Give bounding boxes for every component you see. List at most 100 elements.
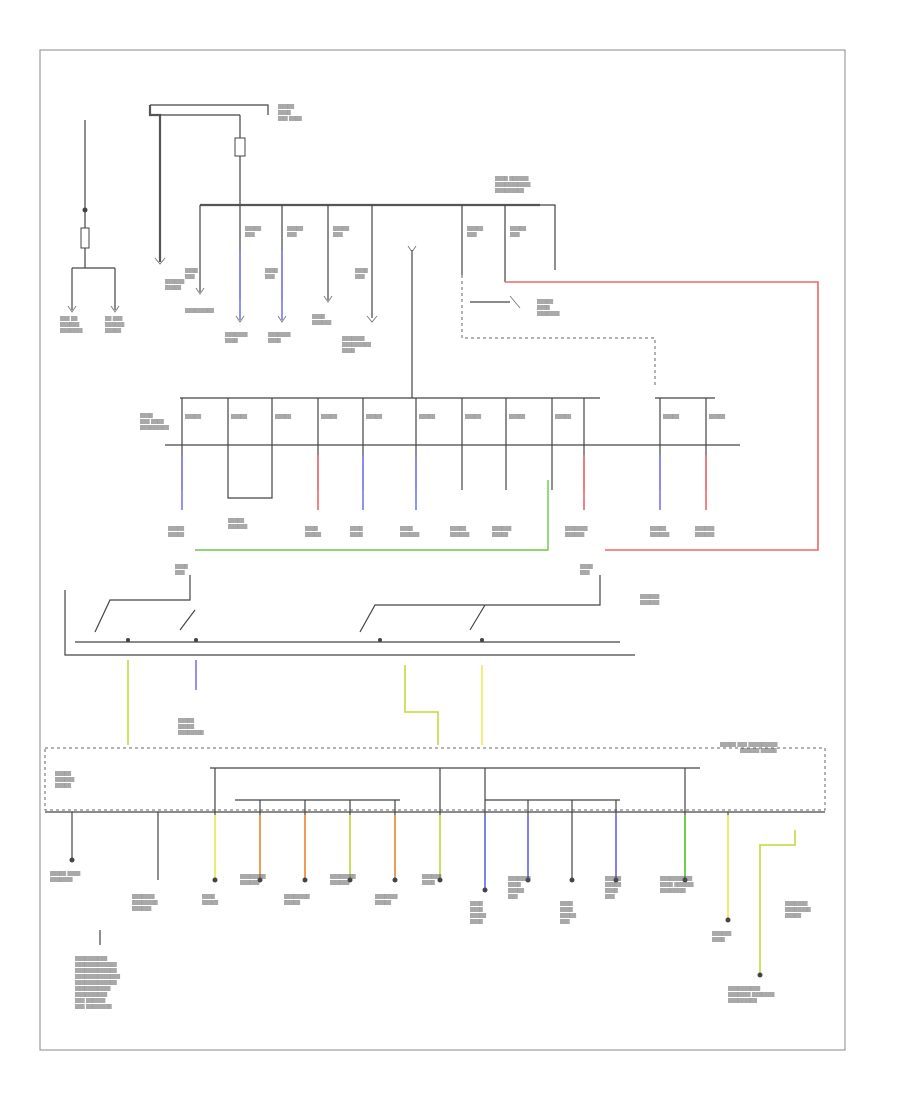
svg-text:▒▒▒▒: ▒▒▒▒ (470, 919, 484, 924)
svg-text:▒▒▒▒▒: ▒▒▒▒▒ (375, 900, 392, 905)
svg-text:▒▒▒▒▒▒: ▒▒▒▒▒▒ (105, 322, 125, 327)
svg-text:▒▒▒▒▒: ▒▒▒▒▒ (275, 414, 292, 419)
svg-text:▒▒▒▒▒▒▒: ▒▒▒▒▒▒▒ (60, 328, 83, 333)
svg-text:▒▒▒▒: ▒▒▒▒ (312, 314, 326, 319)
svg-text:▒▒▒: ▒▒▒ (580, 570, 590, 575)
svg-text:▒▒▒▒▒: ▒▒▒▒▒ (537, 299, 554, 304)
svg-text:▒▒▒▒▒: ▒▒▒▒▒ (321, 414, 338, 419)
svg-text:▒▒▒▒▒: ▒▒▒▒▒ (650, 526, 667, 531)
svg-text:▒▒▒▒: ▒▒▒▒ (305, 526, 319, 531)
svg-text:▒▒▒: ▒▒▒ (560, 919, 570, 924)
svg-text:▒▒▒▒▒▒▒▒▒: ▒▒▒▒▒▒▒▒▒ (140, 425, 170, 430)
svg-text:▒▒▒▒▒▒▒▒▒▒▒▒▒▒: ▒▒▒▒▒▒▒▒▒▒▒▒▒▒ (75, 974, 121, 979)
svg-text:▒▒▒▒▒: ▒▒▒▒▒ (560, 913, 577, 918)
svg-text:▒▒▒▒▒: ▒▒▒▒▒ (55, 783, 72, 788)
svg-text:▒▒▒▒▒▒▒▒▒▒▒: ▒▒▒▒▒▒▒▒▒▒▒ (75, 986, 111, 991)
svg-text:▒▒▒▒▒▒: ▒▒▒▒▒▒ (695, 532, 715, 537)
svg-text:▒▒▒▒▒▒ ▒▒▒▒▒: ▒▒▒▒▒▒ ▒▒▒▒▒ (740, 748, 778, 753)
svg-text:▒▒▒▒: ▒▒▒▒ (265, 268, 279, 273)
svg-text:▒▒▒▒: ▒▒▒▒ (560, 901, 574, 906)
fusible-link (80, 227, 90, 249)
svg-text:▒▒▒▒▒▒: ▒▒▒▒▒▒ (165, 279, 185, 284)
svg-text:▒▒▒▒▒: ▒▒▒▒▒ (202, 900, 219, 905)
diagram-frame (39, 49, 846, 1051)
battery-main-wire (148, 105, 162, 262)
svg-text:▒▒▒▒: ▒▒▒▒ (140, 413, 154, 418)
svg-text:▒▒▒▒: ▒▒▒▒ (342, 348, 356, 353)
svg-text:▒▒▒: ▒▒▒ (510, 232, 520, 237)
svg-text:▒▒▒▒▒▒: ▒▒▒▒▒▒ (400, 532, 420, 537)
svg-text:▒▒▒▒▒▒▒▒▒▒: ▒▒▒▒▒▒▒▒▒▒ (75, 956, 108, 961)
red-feed-wire (505, 281, 819, 551)
svg-text:▒▒▒▒▒: ▒▒▒▒▒ (366, 414, 383, 419)
svg-text:▒▒▒▒: ▒▒▒▒ (580, 564, 594, 569)
svg-text:▒▒▒▒: ▒▒▒▒ (508, 882, 522, 887)
svg-text:▒▒▒▒▒: ▒▒▒▒▒ (508, 888, 525, 893)
svg-text:▒▒▒▒▒: ▒▒▒▒▒ (278, 104, 295, 109)
svg-text:▒▒▒▒: ▒▒▒▒ (355, 268, 369, 273)
svg-text:▒▒▒▒▒▒▒▒: ▒▒▒▒▒▒▒▒ (284, 894, 311, 899)
svg-text:▒▒▒▒ ▒▒▒▒▒▒: ▒▒▒▒ ▒▒▒▒▒▒ (660, 882, 694, 887)
svg-text:▒▒▒: ▒▒▒ (245, 232, 255, 237)
svg-text:▒▒▒▒: ▒▒▒▒ (470, 901, 484, 906)
svg-text:▒▒▒▒▒: ▒▒▒▒▒ (419, 414, 436, 419)
svg-text:▒▒▒▒▒▒▒: ▒▒▒▒▒▒▒ (537, 311, 560, 316)
svg-text:▒▒▒▒: ▒▒▒▒ (175, 564, 189, 569)
svg-text:▒▒▒▒▒▒▒: ▒▒▒▒▒▒▒ (132, 894, 155, 899)
svg-text:▒▒▒▒▒: ▒▒▒▒▒ (245, 226, 262, 231)
svg-text:▒▒▒▒▒: ▒▒▒▒▒ (450, 526, 467, 531)
svg-text:▒▒▒▒▒▒▒: ▒▒▒▒▒▒▒ (565, 526, 588, 531)
svg-text:▒▒▒▒▒▒▒▒▒: ▒▒▒▒▒▒▒▒▒ (495, 188, 525, 193)
top-section: ▒▒▒ ▒▒▒▒▒▒▒▒▒▒▒▒▒▒▒▒▒ ▒▒▒▒▒▒▒▒▒▒▒▒▒▒ ▒▒▒… (60, 104, 819, 551)
svg-text:▒▒▒▒▒: ▒▒▒▒▒ (55, 771, 72, 776)
svg-text:▒▒▒▒▒▒: ▒▒▒▒▒▒ (240, 880, 260, 885)
svg-text:▒▒▒▒▒: ▒▒▒▒▒ (510, 226, 527, 231)
svg-text:▒▒▒▒: ▒▒▒▒ (400, 526, 414, 531)
svg-text:▒▒▒: ▒▒▒ (333, 232, 343, 237)
svg-text:▒▒▒▒▒▒: ▒▒▒▒▒▒ (450, 532, 470, 537)
svg-text:▒▒▒▒▒▒: ▒▒▒▒▒▒ (60, 322, 80, 327)
svg-text:▒▒▒▒▒: ▒▒▒▒▒ (305, 532, 322, 537)
svg-text:▒▒▒▒▒▒▒▒: ▒▒▒▒▒▒▒▒ (785, 907, 812, 912)
svg-text:▒▒▒▒▒: ▒▒▒▒▒ (605, 876, 622, 881)
svg-text:▒▒▒: ▒▒▒ (508, 894, 518, 899)
green-ground-wire (195, 480, 549, 551)
svg-text:▒▒▒▒▒▒▒: ▒▒▒▒▒▒▒ (508, 876, 531, 881)
svg-text:▒▒▒▒▒: ▒▒▒▒▒ (185, 414, 202, 419)
svg-text:▒▒▒: ▒▒▒ (185, 274, 195, 279)
svg-text:▒▒▒▒▒▒▒▒: ▒▒▒▒▒▒▒▒ (660, 888, 687, 893)
svg-text:▒▒▒▒▒▒▒▒: ▒▒▒▒▒▒▒▒ (178, 730, 205, 735)
svg-text:▒▒▒▒▒▒▒▒▒▒▒▒▒: ▒▒▒▒▒▒▒▒▒▒▒▒▒ (75, 980, 118, 985)
svg-text:▒▒▒▒▒▒: ▒▒▒▒▒▒ (712, 931, 732, 936)
svg-text:▒▒▒▒▒▒: ▒▒▒▒▒▒ (650, 532, 670, 537)
svg-text:▒▒▒▒▒▒▒: ▒▒▒▒▒▒▒ (342, 336, 365, 341)
svg-text:▒▒▒▒▒▒▒: ▒▒▒▒▒▒▒ (375, 894, 398, 899)
svg-text:▒▒▒▒▒: ▒▒▒▒▒ (663, 414, 680, 419)
svg-text:▒▒▒▒: ▒▒▒▒ (712, 937, 726, 942)
svg-text:▒▒▒▒▒ ▒▒▒ ▒▒▒▒▒▒▒▒▒: ▒▒▒▒▒ ▒▒▒ ▒▒▒▒▒▒▒▒▒ (720, 742, 778, 747)
svg-text:▒▒▒▒: ▒▒▒▒ (185, 268, 199, 273)
svg-text:▒▒▒▒: ▒▒▒▒ (225, 338, 239, 343)
svg-text:▒▒▒▒: ▒▒▒▒ (278, 110, 292, 115)
svg-text:▒▒▒▒▒: ▒▒▒▒▒ (165, 285, 182, 290)
svg-text:▒▒▒▒: ▒▒▒▒ (560, 907, 574, 912)
svg-text:▒▒▒: ▒▒▒ (605, 894, 615, 899)
svg-text:▒▒▒▒▒: ▒▒▒▒▒ (105, 328, 122, 333)
svg-text:▒▒▒▒▒▒: ▒▒▒▒▒▒ (565, 532, 585, 537)
svg-text:▒▒▒▒▒: ▒▒▒▒▒ (555, 414, 572, 419)
svg-text:▒▒▒ ▒▒: ▒▒▒ ▒▒ (60, 316, 78, 321)
svg-text:▒▒▒▒: ▒▒▒▒ (350, 526, 364, 531)
svg-text:▒▒▒▒▒▒: ▒▒▒▒▒▒ (640, 600, 660, 605)
svg-text:▒▒▒: ▒▒▒ (175, 570, 185, 575)
svg-text:▒▒▒▒▒: ▒▒▒▒▒ (168, 532, 185, 537)
svg-text:▒▒▒▒▒: ▒▒▒▒▒ (284, 900, 301, 905)
svg-text:▒▒▒▒: ▒▒▒▒ (422, 880, 436, 885)
svg-text:▒▒▒▒▒▒▒▒▒▒: ▒▒▒▒▒▒▒▒▒▒ (75, 992, 108, 997)
svg-text:▒▒▒: ▒▒▒ (467, 232, 477, 237)
svg-text:▒▒▒▒▒▒▒▒▒: ▒▒▒▒▒▒▒▒▒ (185, 308, 215, 313)
svg-text:▒▒▒: ▒▒▒ (355, 274, 365, 279)
svg-text:▒▒▒▒▒▒: ▒▒▒▒▒▒ (330, 880, 350, 885)
svg-text:▒▒▒▒▒▒▒▒▒: ▒▒▒▒▒▒▒▒▒ (728, 998, 758, 1003)
svg-text:▒▒▒▒▒▒▒: ▒▒▒▒▒▒▒ (50, 877, 73, 882)
